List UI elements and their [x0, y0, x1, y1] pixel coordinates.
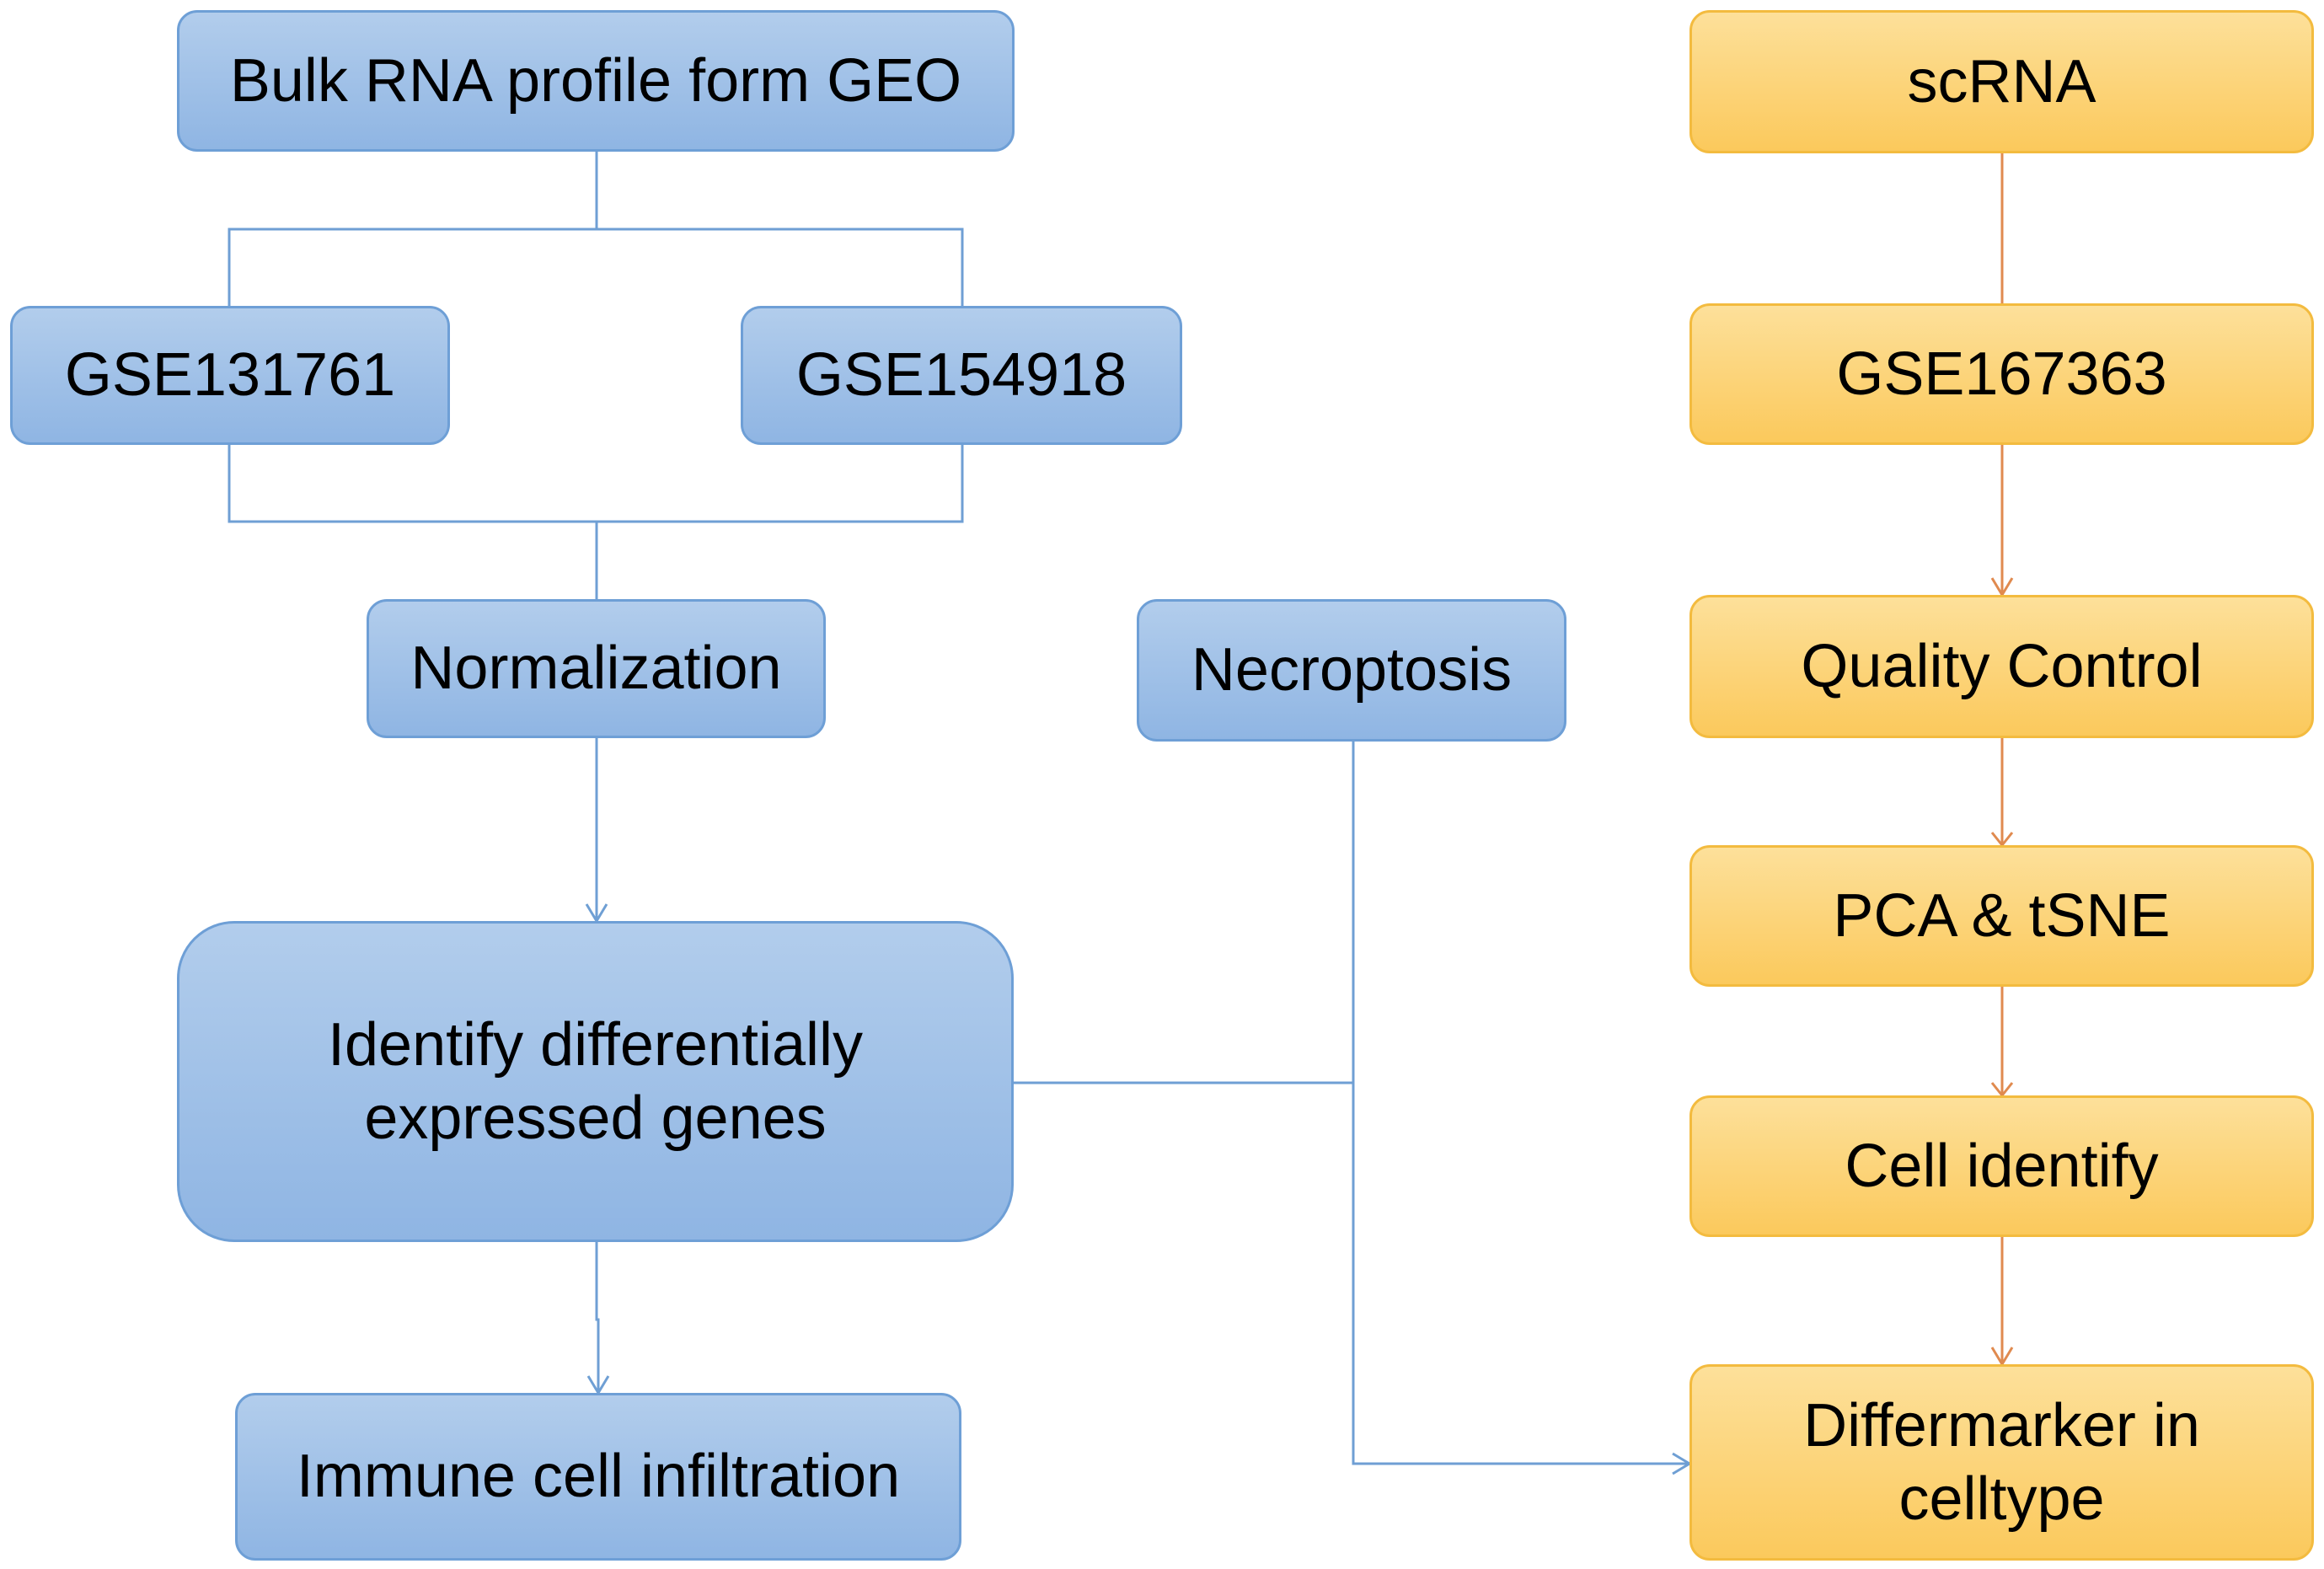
- node-identify-degs-label: Identify differentially expressed genes: [327, 1011, 864, 1152]
- node-necroptosis-label: Necroptosis: [1191, 636, 1513, 704]
- node-gse131761: GSE131761: [10, 306, 450, 445]
- node-gse167363-label: GSE167363: [1836, 340, 2167, 408]
- node-scrna: scRNA: [1689, 10, 2314, 153]
- connector-split-right: [597, 228, 964, 306]
- node-bulk-rna-profile: Bulk RNA profile form GEO: [177, 10, 1015, 152]
- node-gse131761-label: GSE131761: [64, 341, 396, 410]
- node-gse154918: GSE154918: [741, 306, 1182, 445]
- connector-merge-right: [597, 445, 964, 523]
- node-identify-degs: Identify differentially expressed genes: [177, 921, 1014, 1242]
- connector-merge-left: [228, 445, 597, 523]
- connector-necroptosis-to-differmarker: [1352, 742, 1689, 1465]
- node-gse167363: GSE167363: [1689, 303, 2314, 445]
- node-quality-control: Quality Control: [1689, 595, 2314, 738]
- node-necroptosis: Necroptosis: [1137, 599, 1566, 742]
- node-immune-cell-infiltration: Immune cell infiltration: [235, 1393, 961, 1561]
- node-gse154918-label: GSE154918: [795, 341, 1127, 410]
- node-normalization: Normalization: [367, 599, 826, 738]
- node-pca-tsne-label: PCA & tSNE: [1833, 881, 2171, 950]
- node-scrna-label: scRNA: [1907, 47, 2096, 115]
- node-differmarker-in-celltype: Differmarker in celltype: [1689, 1364, 2314, 1561]
- node-cell-identify-label: Cell identify: [1845, 1132, 2159, 1200]
- connector-degs-to-immune: [595, 1242, 600, 1393]
- node-immune-cell-infiltration-label: Immune cell infiltration: [296, 1443, 901, 1511]
- node-normalization-label: Normalization: [410, 635, 782, 703]
- node-cell-identify: Cell identify: [1689, 1095, 2314, 1237]
- node-differmarker-in-celltype-label: Differmarker in celltype: [1803, 1392, 2200, 1533]
- node-pca-tsne: PCA & tSNE: [1689, 845, 2314, 987]
- node-quality-control-label: Quality Control: [1801, 632, 2203, 700]
- node-bulk-rna-profile-label: Bulk RNA profile form GEO: [229, 46, 962, 115]
- connector-split-left: [228, 228, 597, 306]
